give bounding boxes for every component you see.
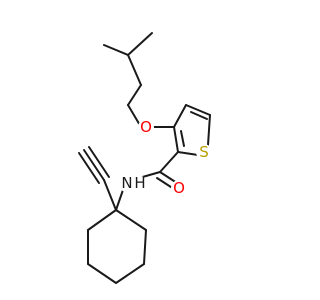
bond-ch3a-ch bbox=[103, 44, 129, 56]
atom-oxygen-ether: O bbox=[138, 118, 154, 136]
bond-c2-c3-inner bbox=[180, 130, 185, 147]
bond-c2-carbonyl bbox=[159, 151, 179, 173]
bond-ring-2 bbox=[143, 229, 147, 265]
bond-ring-1 bbox=[115, 209, 147, 231]
bond-c4-c5 bbox=[185, 104, 211, 116]
bond-c2-c3 bbox=[173, 126, 179, 153]
oxygen-carbonyl-label: O bbox=[173, 179, 185, 197]
bond-ch2-o bbox=[127, 104, 142, 128]
oxygen-ether-label: O bbox=[140, 118, 152, 136]
bond-s-c2 bbox=[177, 151, 199, 156]
bond-ring-3 bbox=[115, 263, 145, 284]
sulfur-label: S bbox=[199, 143, 209, 161]
bond-ch2-ch2 bbox=[127, 84, 142, 106]
hydrogen-amide-label: H bbox=[134, 174, 145, 192]
bond-c4-c5-inner bbox=[190, 111, 208, 120]
atom-label-layer: O S N H O bbox=[118, 118, 212, 197]
bond-c3-c4 bbox=[173, 104, 187, 128]
nitrogen-amide-label: N bbox=[121, 174, 132, 192]
atom-nitrogen-amide: N bbox=[118, 174, 136, 192]
bond-ch-ch2 bbox=[127, 54, 142, 86]
bond-carbonyl-o bbox=[159, 171, 178, 184]
atom-hydrogen-amide: H bbox=[133, 174, 147, 192]
bond-ch-ch3b bbox=[127, 32, 153, 56]
atom-oxygen-carbonyl: O bbox=[171, 179, 187, 197]
bond-alkyne-1 bbox=[83, 149, 105, 181]
bond-ring-6 bbox=[87, 209, 117, 231]
bond-layer bbox=[78, 32, 211, 284]
bond-alkyne-2 bbox=[78, 152, 100, 184]
bond-c5-s bbox=[207, 114, 211, 146]
bond-cquat-alkyne bbox=[103, 179, 117, 211]
bond-alkyne-3 bbox=[88, 146, 110, 178]
bond-n-cquat bbox=[115, 189, 124, 211]
atom-sulfur: S bbox=[196, 143, 212, 161]
molecule-structure: O S N H O bbox=[78, 32, 212, 284]
bond-ring-4 bbox=[87, 263, 117, 284]
